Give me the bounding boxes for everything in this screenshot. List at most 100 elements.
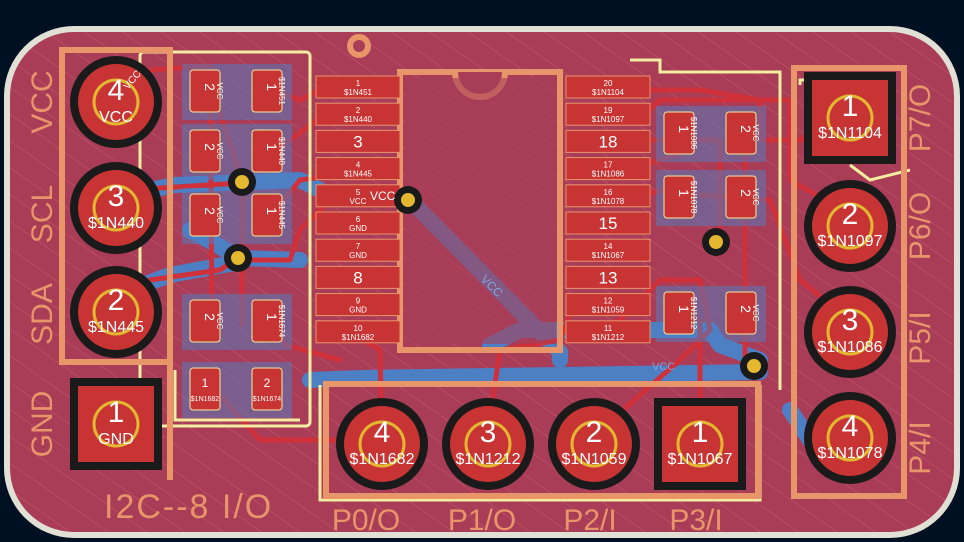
header-pin-net: $1N440 [88, 215, 144, 232]
smd-pad [251, 129, 283, 173]
header-pin-number: 1 [108, 396, 125, 429]
via [401, 193, 415, 207]
smd-pad-number: 1 [202, 376, 209, 390]
smd-pad-net: $1N1086 [689, 117, 698, 150]
ic-pad-number: 2 [356, 106, 361, 115]
round-pad [812, 294, 888, 370]
ic-pad-number: 12 [604, 297, 613, 306]
ic-pad [565, 102, 651, 126]
ic-pad-net: GND [349, 224, 367, 233]
smd-pad-number: 2 [738, 189, 754, 197]
ic-pad [315, 129, 401, 153]
fab-layer [59, 47, 907, 499]
ic-pad-number: 5 [356, 188, 361, 197]
vias [224, 34, 768, 380]
smd-pad [189, 129, 221, 173]
header-pin-label: P7/O [904, 84, 937, 152]
ic-left-pin-column: 1$1N4512$1N44034$1N4455VCC6GND7GND89GND1… [315, 75, 401, 344]
header-pin-number: 4 [842, 410, 859, 443]
round-pad [556, 406, 632, 482]
header-pin-net: $1N1212 [456, 451, 521, 468]
smd-pad [189, 193, 221, 237]
drill-ring [826, 414, 874, 462]
round-pad [78, 170, 154, 246]
drill-ring [676, 420, 724, 468]
smd-pad [189, 299, 221, 343]
ic-pad-net: $1N451 [344, 88, 373, 97]
header-pin-net: $1N1086 [818, 339, 883, 356]
ic-pad [565, 238, 651, 262]
ic-pad-number: 7 [356, 242, 361, 251]
ic-pad-net: $1N445 [344, 170, 373, 179]
smd-pad-net: $1N451 [277, 77, 286, 106]
smd-pad-number: 2 [264, 376, 271, 390]
ic-pad [315, 102, 401, 126]
ic-pad [565, 75, 651, 99]
ic-pad [315, 238, 401, 262]
bottom-header: 4$1N1682P0/O3$1N1212P1/O2$1N1059P2/I1$1N… [332, 398, 746, 537]
via [235, 175, 249, 189]
ic-pad-number: 20 [604, 79, 613, 88]
ic-pad-net: $1N1059 [592, 306, 625, 315]
header-pin-number: 3 [480, 416, 497, 449]
smd-pad [725, 111, 757, 155]
via [709, 235, 723, 249]
header-pin: 3 $1N1212 [442, 398, 534, 490]
smd-pad-number: 2 [202, 313, 218, 321]
vcc-via-label: VCC [370, 189, 396, 203]
header-pin: 4$1N1682 [336, 398, 428, 490]
smd-pad-net: VCC [215, 313, 224, 330]
header-pin-label: P2/I [563, 504, 616, 537]
smd-pad-net: $1N1078 [689, 181, 698, 214]
drill-ring [358, 420, 406, 468]
ic-pad [565, 129, 651, 153]
round-pad [78, 274, 154, 350]
ic-pad-net: $1N1086 [592, 170, 625, 179]
round-pad [450, 406, 526, 482]
smd-pad-net: VCC [215, 83, 224, 100]
smd-pad-net: $1N1682 [191, 396, 220, 403]
ic-pad [315, 320, 401, 344]
smd-pad-net: $1N445 [277, 201, 286, 230]
ic-pad-net: GND [349, 251, 367, 260]
header-pin: 2$1N1059 [548, 398, 640, 490]
ic-pad [315, 211, 401, 235]
ic-pad [315, 75, 401, 99]
smd-pad-net: $1N1212 [689, 297, 698, 330]
smd-pad-number: 1 [264, 143, 280, 151]
smd-pad [663, 291, 695, 335]
header-pin-net: $1N1097 [818, 233, 883, 250]
smd-pad-number: 1 [676, 189, 692, 197]
ic-pad-number: 17 [604, 161, 613, 170]
smd-pad-number: 1 [676, 125, 692, 133]
ic-pad-number: 16 [604, 188, 613, 197]
ic-pad-number: 11 [604, 324, 613, 333]
ic-pad-number: 19 [604, 106, 613, 115]
ic-pad [315, 265, 401, 289]
ic-pad-net: $1N1078 [592, 197, 625, 206]
square-pad [78, 386, 154, 462]
square-pad [812, 80, 888, 156]
header-pin-label: P3/I [669, 504, 722, 537]
header-pin-number: 2 [108, 284, 125, 317]
smd-pad-number: 2 [202, 83, 218, 91]
smd-pad-number: 2 [202, 207, 218, 215]
header-pin-net: VCC [99, 109, 133, 126]
header-pin-label: GND [26, 391, 59, 458]
header-pin: 2$1N1097 [804, 180, 896, 272]
ic-pad-net: $1N1097 [592, 115, 625, 124]
header-pin-number: 1 [692, 416, 709, 449]
ic-pad [565, 265, 651, 289]
drill-ring [826, 94, 874, 142]
ic-pad-number: 4 [356, 161, 361, 170]
ic-pad-number: 1 [356, 79, 361, 88]
round-pad [812, 400, 888, 476]
smd-pad-net: VCC [215, 143, 224, 160]
header-pin: 1$1N1067 [654, 398, 746, 490]
header-pin-label: VCC [26, 70, 59, 133]
